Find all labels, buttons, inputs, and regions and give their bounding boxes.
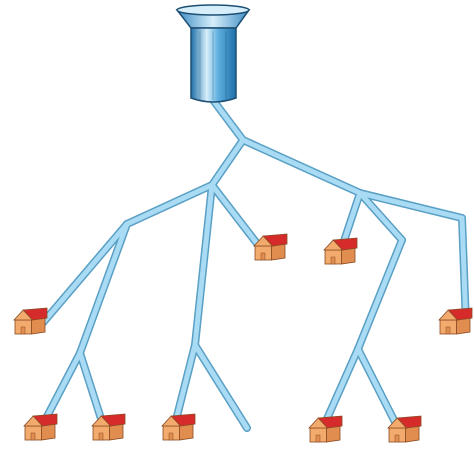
house-icon — [13, 307, 48, 335]
house-door — [445, 326, 451, 335]
house-side-wall — [456, 317, 471, 335]
house-icon — [253, 233, 288, 261]
house-roof — [332, 237, 358, 251]
pipe-segment — [357, 190, 465, 221]
tower-body — [190, 27, 237, 103]
pipe-segment — [355, 346, 402, 433]
pipe-segment — [171, 342, 198, 431]
pipe-segment — [192, 182, 215, 348]
pipe-segment — [38, 221, 130, 328]
house-icon — [308, 415, 343, 443]
house-door — [20, 326, 26, 335]
house-side-wall — [405, 425, 420, 443]
house-door — [394, 434, 400, 443]
house-icon — [387, 415, 422, 443]
house-side-wall — [109, 423, 124, 441]
pipe-segment — [77, 221, 130, 356]
house-roof — [262, 233, 288, 247]
water-tower-icon — [175, 4, 251, 103]
house-icon — [91, 413, 126, 441]
pipe-segment — [210, 97, 246, 143]
house-roof — [317, 415, 343, 429]
house-roof — [32, 413, 58, 427]
pipe-segment — [459, 215, 469, 328]
house-door — [30, 432, 36, 441]
house-roof — [22, 307, 48, 321]
house-side-wall — [41, 423, 56, 441]
pipe-segment — [319, 346, 361, 433]
pipe-segment — [77, 350, 107, 431]
house-side-wall — [341, 247, 356, 265]
house-side-wall — [31, 317, 46, 335]
house-roof — [100, 413, 126, 427]
house-icon — [438, 307, 473, 335]
house-icon — [323, 237, 358, 265]
pipe-segment — [209, 137, 246, 188]
house-group — [13, 233, 473, 443]
house-icon — [23, 413, 58, 441]
pipe-network — [37, 96, 470, 434]
tower-rim — [176, 4, 250, 16]
house-icon — [161, 413, 196, 441]
house-roof — [447, 307, 473, 321]
pipe-segment — [209, 182, 265, 253]
house-door — [315, 434, 321, 443]
pipe-segment — [357, 190, 405, 243]
pipe-segment — [192, 342, 250, 431]
house-side-wall — [271, 243, 286, 261]
house-side-wall — [326, 425, 341, 443]
house-door — [168, 432, 174, 441]
house-side-wall — [179, 423, 194, 441]
house-door — [330, 256, 336, 265]
pipe-segment — [355, 237, 405, 352]
house-door — [260, 252, 266, 261]
pipe-segment — [124, 182, 215, 227]
house-door — [98, 432, 104, 441]
house-roof — [170, 413, 196, 427]
pipe-segment — [240, 137, 363, 196]
house-roof — [396, 415, 422, 429]
